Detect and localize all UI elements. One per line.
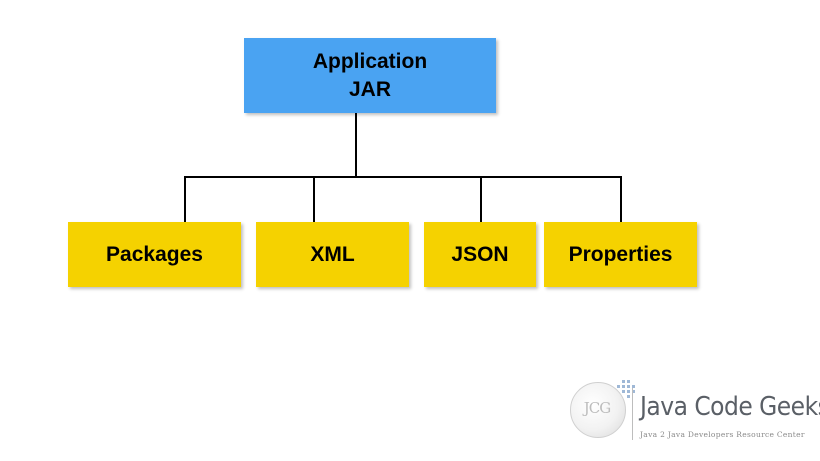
jcg-monogram: JCG xyxy=(583,399,611,417)
child-node-xml: XML xyxy=(256,222,409,287)
root-node-label-line1: Application xyxy=(312,49,428,73)
child-node-json: JSON xyxy=(424,222,536,287)
jcg-badge-icon xyxy=(570,382,626,438)
connector-drop-properties xyxy=(620,176,622,222)
dot-grid-icon xyxy=(617,380,635,398)
connector-root-vertical xyxy=(355,113,357,177)
connector-drop-packages xyxy=(184,176,186,222)
child-node-label: Properties xyxy=(568,242,673,266)
child-node-packages: Packages xyxy=(68,222,241,287)
child-node-label: XML xyxy=(310,242,355,266)
child-node-properties: Properties xyxy=(544,222,697,287)
connector-horizontal-bus xyxy=(184,176,622,178)
connector-drop-xml xyxy=(313,176,315,222)
logo-title: Java Code Geeks xyxy=(640,392,820,422)
child-node-label: Packages xyxy=(106,242,203,266)
java-code-geeks-logo: JCG Java Code Geeks Java 2 Java Develope… xyxy=(566,378,820,448)
child-node-label: JSON xyxy=(451,242,509,266)
root-node-application-jar: Application JAR xyxy=(244,38,496,113)
root-node-label-line2: JAR xyxy=(348,77,391,101)
logo-divider xyxy=(632,388,633,440)
connector-drop-json xyxy=(480,176,482,222)
logo-subtitle: Java 2 Java Developers Resource Center xyxy=(640,430,805,439)
